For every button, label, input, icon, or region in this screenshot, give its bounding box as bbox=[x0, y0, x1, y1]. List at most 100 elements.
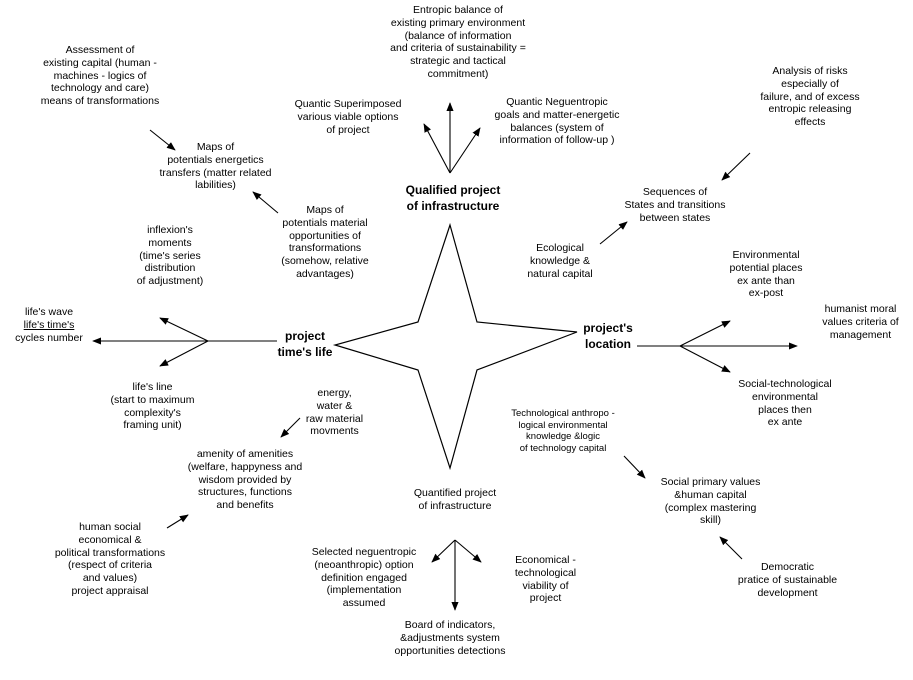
arrow-top-left bbox=[423, 123, 451, 174]
arrow-left-top bbox=[159, 317, 209, 342]
node-text-line: potentials energetics bbox=[167, 153, 264, 166]
node-text-line: balances (system of bbox=[510, 121, 604, 134]
node-text-line: humanist moral bbox=[824, 303, 897, 315]
node-text-line: logical environmental bbox=[518, 419, 608, 431]
arrow-assessment-to-maps bbox=[149, 129, 176, 151]
node-text-line: technology and care) bbox=[50, 82, 150, 95]
node-text-line: knowledge & bbox=[529, 254, 591, 267]
node-text-line: Democratic bbox=[760, 561, 815, 573]
node-text-line: development bbox=[757, 586, 818, 599]
node-text-line: of technology capital bbox=[519, 442, 607, 454]
node-text-line: of adjustment) bbox=[136, 275, 204, 288]
node-text-line: project appraisal bbox=[71, 584, 149, 597]
node-text-line: ex-post bbox=[748, 287, 784, 300]
node-text-line: Board of indicators, bbox=[404, 619, 496, 631]
node-text-line: information of follow-up ) bbox=[499, 134, 615, 147]
node-text-line: strategic and tactical bbox=[410, 55, 506, 68]
node-text-line: opportunities of bbox=[289, 229, 361, 242]
arrow-human-to-amenity bbox=[166, 514, 189, 529]
node-text-line: Assessment of bbox=[65, 44, 135, 56]
node-text-line: of infrastructure bbox=[418, 499, 492, 512]
node-text-line: goals and matter-energetic bbox=[494, 108, 620, 121]
node-text-line: location bbox=[584, 336, 631, 351]
node-text-line: (time's series bbox=[139, 249, 201, 262]
node-text-line: Quantified project bbox=[413, 487, 497, 499]
node-text-line: project bbox=[284, 329, 325, 343]
node-text-line: Technological anthropo - bbox=[511, 408, 615, 419]
node-text-line: (complex mastering bbox=[664, 501, 757, 514]
node-text-line: of infrastructure bbox=[406, 198, 500, 213]
node-text-line: Quantic Superimposed bbox=[294, 98, 402, 110]
node-text-line: (welfare, happyness and bbox=[187, 460, 303, 473]
node-text-line: potential places bbox=[729, 261, 803, 274]
node-text-line: effects bbox=[794, 116, 826, 129]
node-text-line: viability of bbox=[522, 579, 569, 592]
node-text-line: Maps of bbox=[306, 204, 344, 216]
arrow-right-bottom bbox=[679, 345, 731, 373]
node-text-line: values criteria of bbox=[822, 315, 899, 328]
node-text-line: project's bbox=[583, 321, 633, 335]
arrow-material-to-energetics bbox=[252, 191, 279, 214]
node-text-line: &adjustments system bbox=[400, 631, 500, 644]
node-text-line: ex ante than bbox=[737, 274, 795, 287]
node-technological-anthropological: Technological anthropo -logical environm… bbox=[493, 408, 633, 454]
node-text-line: and benefits bbox=[216, 499, 274, 512]
node-selected-neguentropic: Selected neguentropic(neoanthropic) opti… bbox=[304, 546, 424, 610]
arrow-top-right bbox=[449, 127, 481, 174]
node-text-line: Analysis of risks bbox=[772, 65, 848, 77]
node-text-line: human social bbox=[79, 521, 141, 533]
node-text-line: (respect of criteria bbox=[67, 559, 153, 572]
node-text-line: project bbox=[529, 592, 562, 605]
node-text-line: wisdom provided by bbox=[198, 473, 292, 486]
node-text-line: movments bbox=[310, 425, 359, 438]
node-text-line: technological bbox=[514, 566, 577, 579]
node-text-line: especially of bbox=[781, 77, 839, 90]
node-amenity-of-amenities: amenity of amenities(welfare, happyness … bbox=[170, 448, 320, 512]
node-text-line: moments bbox=[148, 236, 192, 249]
node-text-line: definition engaged bbox=[321, 571, 407, 584]
arrow-risks-to-sequences bbox=[721, 152, 751, 181]
arrow-bottom-left bbox=[431, 539, 456, 563]
text-cycles-number: cycles number bbox=[15, 331, 83, 344]
node-text-line: pratice of sustainable bbox=[737, 573, 838, 586]
node-text-line: complexity's bbox=[124, 406, 181, 419]
node-text-line: natural capital bbox=[527, 267, 593, 280]
node-text-line: and values) bbox=[82, 572, 138, 585]
node-text-line: existing primary environment bbox=[390, 16, 526, 29]
node-text-line: Maps of bbox=[196, 141, 235, 153]
text-lifes-times: life's time's bbox=[23, 318, 75, 331]
arrow-technological-to-social bbox=[623, 455, 646, 479]
node-text-line: Social primary values bbox=[660, 476, 761, 488]
node-text-line: Social-technological bbox=[738, 378, 832, 390]
node-text-line: Economical - bbox=[515, 554, 576, 566]
node-text-line: various viable options bbox=[297, 110, 399, 123]
node-text-line: amenity of amenities bbox=[196, 448, 294, 460]
node-text-line: existing capital (human - bbox=[43, 56, 157, 69]
node-text-line: knowledge &logic bbox=[526, 431, 600, 443]
node-text-line: commitment) bbox=[427, 67, 489, 80]
node-text-line: (implementation bbox=[326, 584, 402, 597]
node-text-line: potentials material bbox=[282, 216, 368, 229]
node-text-line: transfers (matter related bbox=[159, 166, 272, 179]
node-text-line: entropic releasing bbox=[768, 103, 852, 116]
node-text-line: inflexion's bbox=[147, 224, 193, 236]
node-text-line: Qualified project bbox=[405, 183, 501, 197]
node-social-primary-values: Social primary values&human capital(comp… bbox=[638, 476, 783, 527]
node-text-line: &human capital bbox=[674, 488, 747, 501]
node-text-line: between states bbox=[639, 211, 711, 224]
node-text-line: ex ante bbox=[767, 416, 803, 429]
